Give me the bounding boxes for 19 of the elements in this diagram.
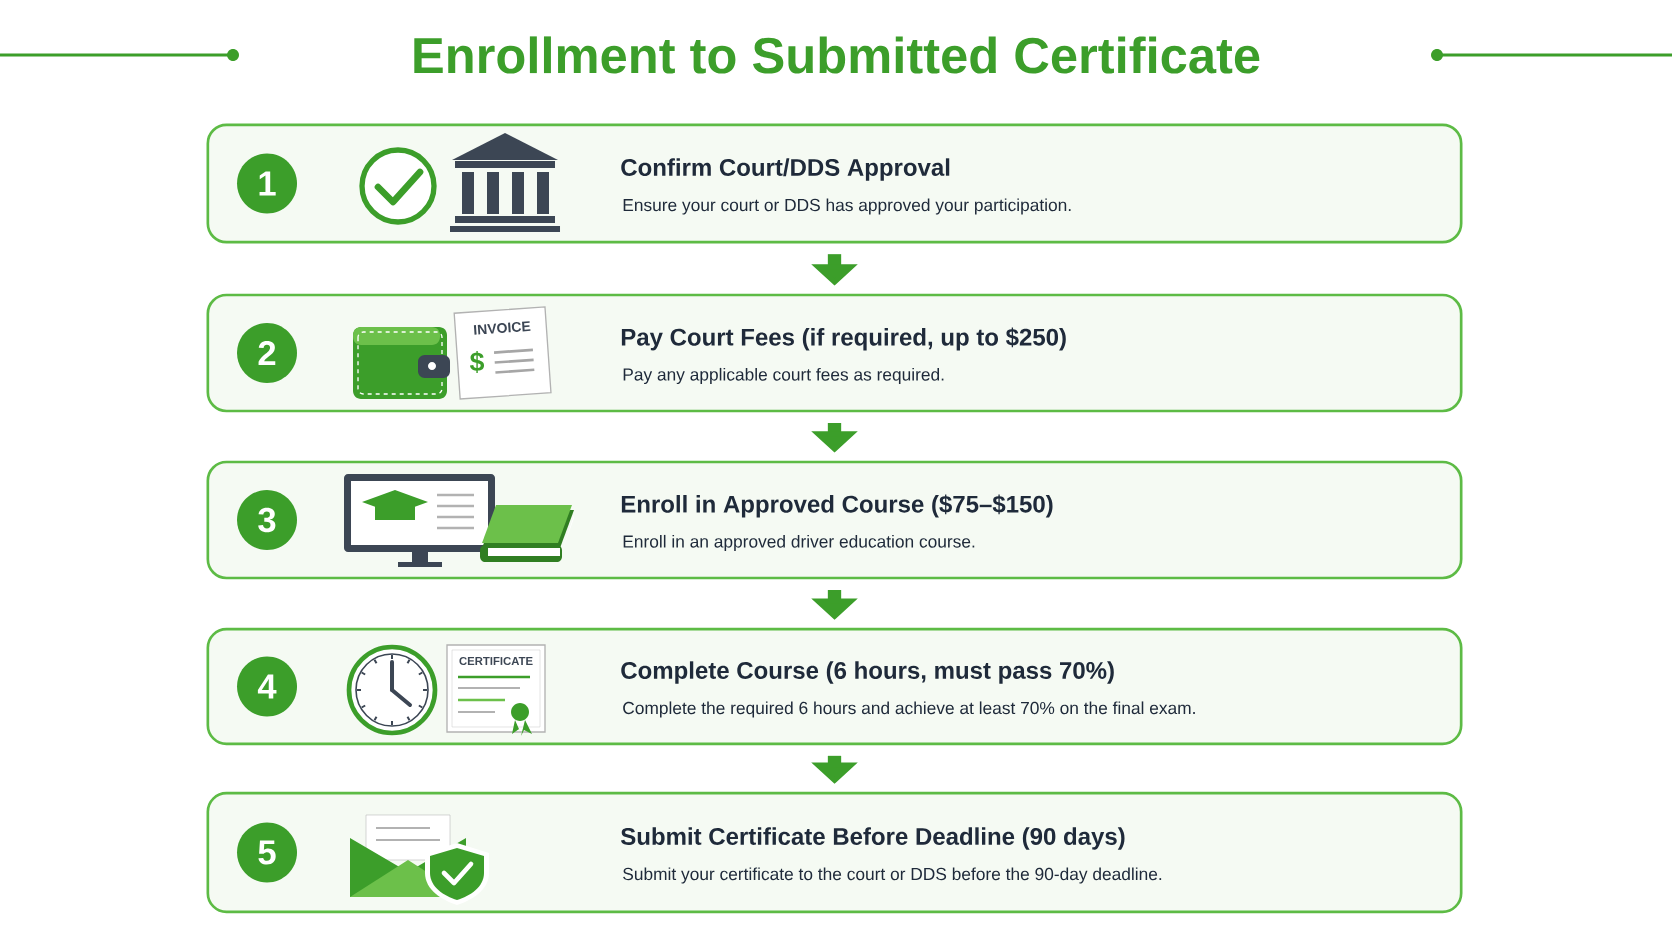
invoice-label: INVOICE <box>473 321 531 335</box>
number-badge: 5 <box>237 822 297 883</box>
number-badge: 1 <box>237 153 297 214</box>
step-heading: Confirm Court/DDS Approval <box>621 158 950 181</box>
dollar-sign: $ <box>469 351 485 373</box>
step-description: Submit your certificate to the court or DDS before the 90-day deadline. <box>623 867 1162 884</box>
step-heading: Complete Course (6 hours, must pass 70%) <box>621 661 1114 684</box>
number-badge: 3 <box>237 490 297 550</box>
step-description: Enroll in an approved driver education course. <box>623 534 975 552</box>
step-description: Complete the required 6 hours and achieve at least 70% on the final exam. <box>623 701 1195 718</box>
step-heading: Pay Court Fees (if required, up to $250) <box>621 327 1066 351</box>
step-heading: Submit Certificate Before Deadline (90 days) <box>620 827 1125 850</box>
title: Enrollment to Submitted Certificate <box>414 36 1260 74</box>
certificate-label: CERTIFICATE <box>459 657 533 665</box>
number-badge: 2 <box>237 323 297 383</box>
step-description: Pay any applicable court fees as required. <box>623 367 944 385</box>
step-description: Ensure your court or DDS has approved your participation. <box>623 198 1071 215</box>
step-heading: Enroll in Approved Course ($75–$150) <box>621 494 1053 518</box>
number-badge: 4 <box>237 656 297 717</box>
